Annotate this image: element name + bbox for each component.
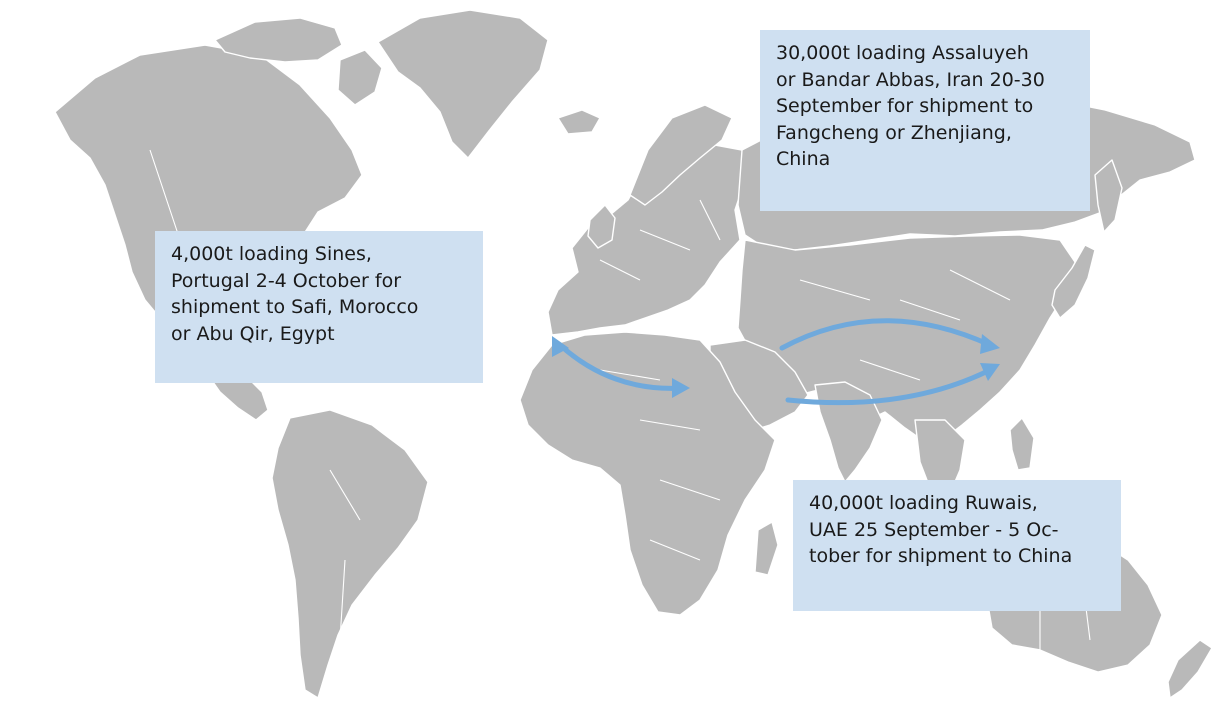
arrowhead-china-north	[980, 334, 1000, 354]
arctic-islands	[214, 17, 343, 63]
arrowhead-morocco	[552, 336, 569, 357]
kamchatka	[1094, 159, 1123, 233]
japan	[1051, 244, 1096, 319]
baffin-island	[337, 49, 383, 106]
africa	[519, 331, 776, 616]
arrowhead-china-south	[980, 363, 1000, 381]
iceland	[557, 109, 601, 135]
route-iran-china	[779, 318, 1000, 354]
callout-portugal-shipment: 4,000t loading Sines, Portugal 2-4 Octob…	[155, 231, 483, 383]
route-portugal-egypt	[552, 336, 690, 398]
callout-iran-shipment: 30,000t loading Assaluyeh or Bandar Abba…	[760, 30, 1090, 211]
arrowhead-egypt	[672, 378, 690, 398]
india	[814, 381, 883, 483]
new-zealand	[1167, 639, 1213, 699]
british-isles	[587, 204, 616, 249]
philippines	[1009, 417, 1035, 471]
scandinavia	[629, 104, 733, 206]
madagascar	[754, 521, 779, 576]
south-america	[271, 409, 429, 699]
greenland	[377, 9, 549, 159]
route-uae-china	[785, 363, 1000, 406]
callout-uae-shipment: 40,000t loading Ruwais, UAE 25 September…	[793, 480, 1121, 611]
